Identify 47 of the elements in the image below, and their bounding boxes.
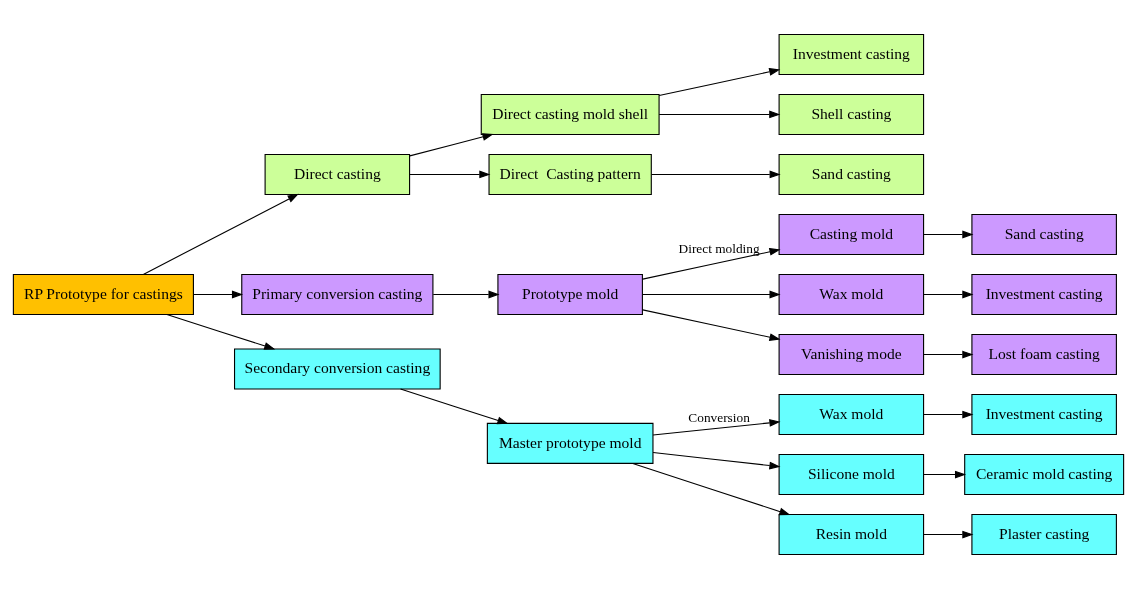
arrow [923,470,967,479]
node-box: Prototype mold [497,273,643,316]
arrow [923,350,974,359]
node-box: Shell casting [778,93,925,136]
arrow [432,290,500,299]
node-box: Resin mold [778,514,925,556]
node-box: Wax mold [778,393,925,436]
arrow [632,463,791,516]
arrow [923,230,974,239]
node-box: Vanishing mode [778,333,925,376]
node-box: Master prototype mold [486,422,654,464]
arrow [658,110,781,119]
arrow [658,68,781,97]
arrow [642,290,781,299]
node-box: Direct casting mold shell [480,93,660,136]
node-box: Sand casting [778,153,925,196]
node-box: Silicone mold [778,453,925,496]
node-box: Wax mold [778,273,925,316]
arrow [166,314,276,350]
node-box: Direct Casting pattern [488,153,652,196]
node-box: Sand casting [971,213,1117,256]
node-box: Investment casting [778,33,925,75]
arrow [400,388,509,425]
arrow [409,133,494,157]
edge-label: Conversion [688,409,750,425]
arrow [409,170,491,179]
node-box: Investment casting [971,393,1117,436]
node-box: Ceramic mold casting [964,453,1125,496]
arrow [652,419,781,436]
node-box: Plaster casting [971,514,1117,556]
arrow [923,530,974,539]
node-box: RP Prototype for castings [12,273,194,316]
arrow [923,410,974,419]
edge-label: Direct molding [678,240,760,256]
arrow [192,290,244,299]
node-box: Casting mold [778,213,925,256]
node-box: Secondary conversion casting [234,348,441,390]
arrow [642,248,781,280]
arrow [651,170,781,179]
arrow [652,452,781,470]
node-box: Lost foam casting [971,333,1117,376]
node-box: Direct casting [264,153,411,196]
arrow [923,290,974,299]
node-box: Primary conversion casting [241,273,434,316]
arrow [642,309,781,341]
node-box: Investment casting [971,273,1117,316]
arrow [142,193,299,275]
